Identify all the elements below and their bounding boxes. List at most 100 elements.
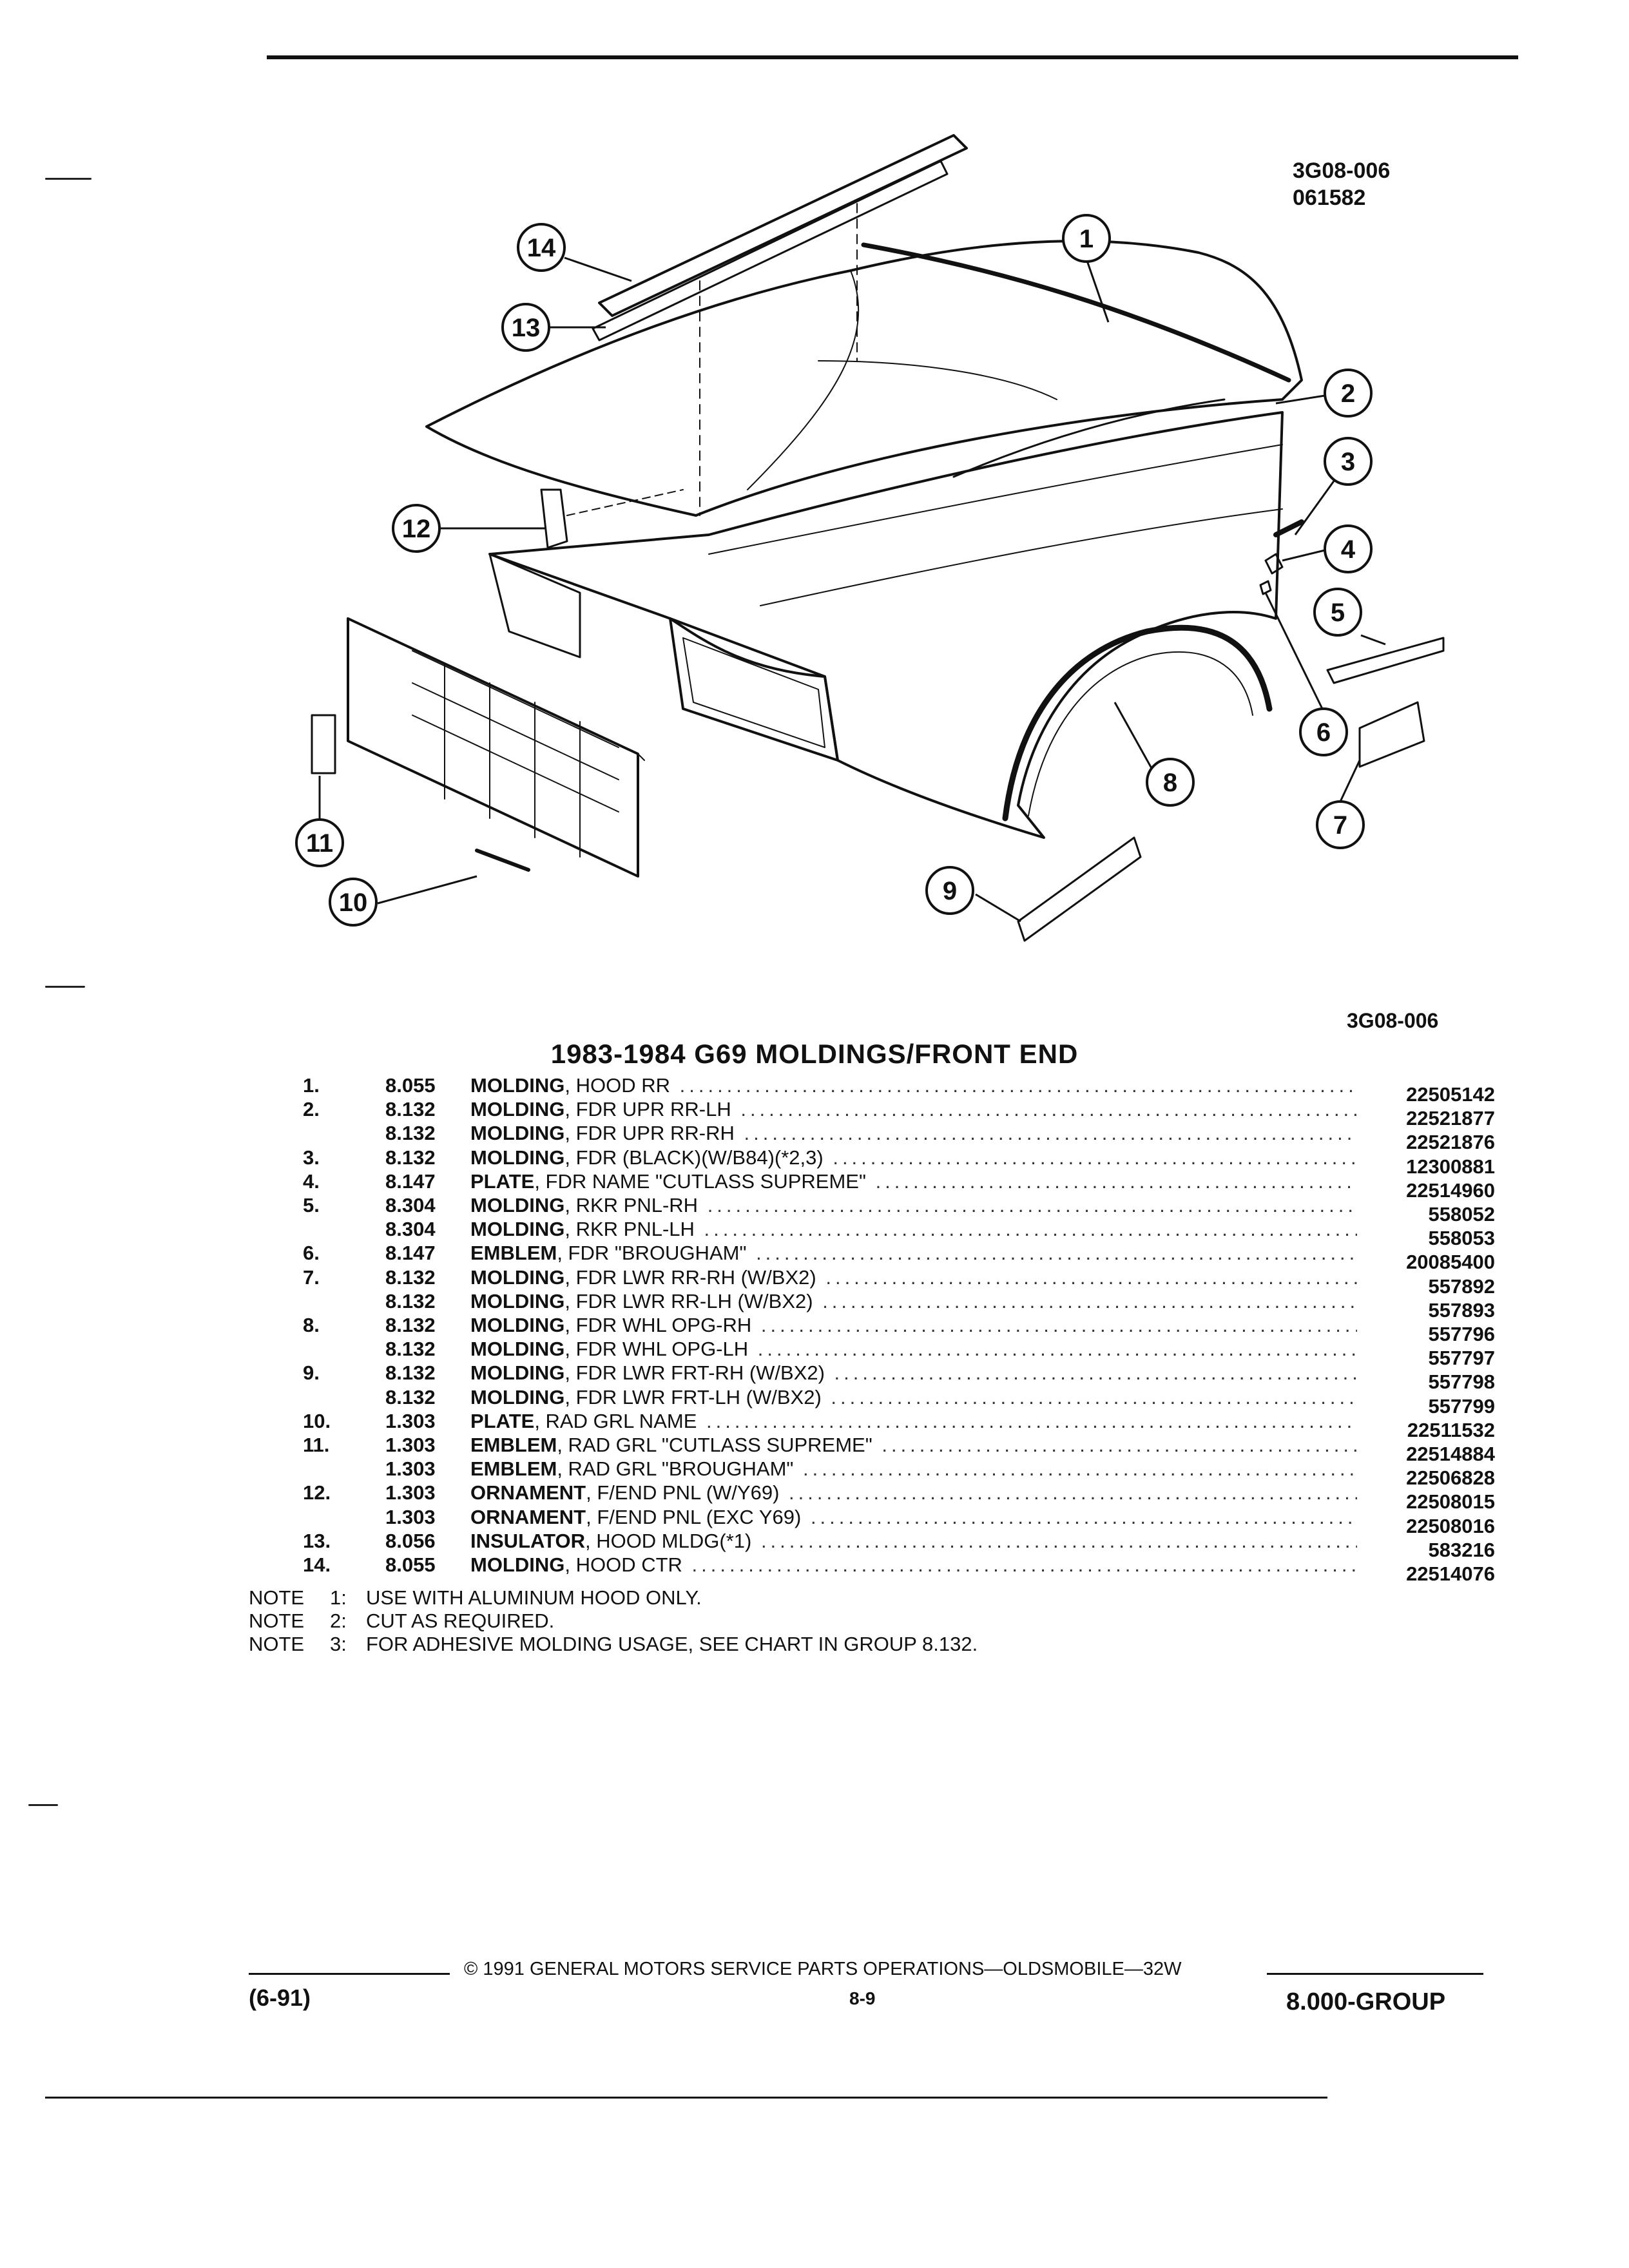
leader-dots: ........................................… [707, 1194, 1357, 1216]
item-name: MOLDING [470, 1553, 565, 1576]
item-detail: , FDR LWR FRT-LH (W/BX2) [564, 1385, 822, 1408]
item-detail: , RAD GRL "BROUGHAM" [557, 1457, 794, 1481]
leader-dots: ........................................… [831, 1385, 1357, 1408]
leader-dots: ........................................… [822, 1289, 1357, 1312]
group-number: 8.132 [385, 1122, 436, 1145]
item-number: 6. [303, 1242, 320, 1265]
item-name: MOLDING [470, 1265, 565, 1289]
callout-13-label: 13 [512, 314, 541, 342]
leader-dots: ........................................… [875, 1169, 1357, 1193]
callout-8 [1146, 758, 1195, 807]
group-number: 8.055 [385, 1553, 436, 1576]
callout-11 [295, 818, 344, 867]
item-name: MOLDING [470, 1122, 565, 1145]
group-number: 8.132 [385, 1385, 436, 1408]
item-description: EMBLEM, FDR "BROUGHAM" .................… [470, 1241, 1357, 1265]
grille-name-plate [475, 849, 530, 872]
callout-12 [392, 504, 441, 553]
part-number: 557796 [1428, 1323, 1495, 1345]
item-name: MOLDING [470, 1074, 565, 1097]
group-number: 1.303 [385, 1457, 436, 1481]
footer-revision: (6-91) [249, 1984, 311, 2011]
leader-dots: ........................................… [789, 1481, 1357, 1504]
part-number: 557893 [1428, 1298, 1495, 1321]
item-number: 1. [303, 1074, 320, 1097]
group-number: 1.303 [385, 1409, 436, 1432]
item-detail: , HOOD CTR [564, 1553, 682, 1576]
leader-dots: ........................................… [704, 1218, 1357, 1241]
item-number: 13. [303, 1529, 331, 1552]
part-number: 558053 [1428, 1227, 1495, 1250]
part-number: 22511532 [1407, 1418, 1495, 1441]
item-name: MOLDING [470, 1194, 565, 1216]
front-end-panel [488, 553, 581, 658]
part-number: 557798 [1428, 1370, 1495, 1394]
callout-8-label: 8 [1163, 769, 1177, 797]
item-detail: , FDR LWR RR-RH (W/BX2) [564, 1265, 816, 1289]
fender-molding-black [1273, 519, 1304, 537]
top-rule [267, 55, 1518, 59]
leader-dots: ........................................… [757, 1338, 1357, 1361]
item-detail: , FDR UPR RR-RH [564, 1122, 735, 1145]
callout-7-label: 7 [1333, 811, 1347, 840]
leader-dots: ........................................… [825, 1265, 1357, 1289]
hood-center-molding-insulator [592, 160, 949, 341]
leader-dots: ........................................… [882, 1434, 1357, 1456]
group-number: 8.056 [385, 1529, 436, 1552]
footer-copyright: © 1991 GENERAL MOTORS SERVICE PARTS OPER… [464, 1959, 1182, 1979]
item-detail: , FDR WHL OPG-LH [564, 1338, 749, 1361]
item-detail: , RKR PNL-RH [564, 1194, 699, 1216]
callout-14-label: 14 [527, 234, 556, 262]
item-number: 7. [303, 1265, 320, 1289]
item-name: MOLDING [470, 1289, 565, 1312]
item-number: 9. [303, 1361, 320, 1385]
callout-4-label: 4 [1341, 535, 1356, 564]
callout-13 [501, 303, 550, 352]
fender-line [760, 508, 1283, 606]
item-detail: , FDR NAME "CUTLASS SUPREME" [534, 1169, 866, 1193]
item-detail: , FDR "BROUGHAM" [557, 1242, 747, 1265]
item-number: 3. [303, 1146, 320, 1169]
item-detail: , FDR (BLACK)(W/B84)(*2,3) [564, 1146, 824, 1169]
figure-code: 3G08-006 [1293, 159, 1391, 183]
leader-dots: ........................................… [679, 1074, 1357, 1097]
hood-crease [952, 398, 1226, 478]
bottom-rule [45, 2097, 1327, 2099]
item-description: MOLDING, HOOD RR .......................… [470, 1073, 1357, 1098]
item-detail: , FDR WHL OPG-RH [564, 1314, 752, 1336]
fender-name-plate [1264, 553, 1284, 575]
fender-line [708, 444, 1283, 555]
leader-dots: ........................................… [760, 1529, 1357, 1552]
callout-9 [925, 866, 974, 915]
item-number: 10. [303, 1409, 331, 1432]
callout-6 [1299, 707, 1348, 756]
hood-centerline [747, 270, 860, 490]
callout-12-label: 12 [402, 515, 431, 543]
callout-7 [1316, 800, 1365, 849]
footer-rule-left [249, 1973, 450, 1975]
leader-dots: ........................................… [691, 1553, 1357, 1576]
item-number: 4. [303, 1169, 320, 1193]
callout-6-label: 6 [1316, 718, 1331, 747]
callout-2 [1324, 369, 1373, 418]
callout-5-label: 5 [1331, 599, 1345, 627]
callout-10-label: 10 [339, 889, 368, 917]
group-number: 8.132 [385, 1265, 436, 1289]
fender-emblem [1259, 580, 1272, 595]
part-number: 22508015 [1406, 1490, 1495, 1514]
leader-dots: ........................................… [834, 1361, 1357, 1385]
item-name: MOLDING [470, 1146, 565, 1169]
wheel-opening-molding [1002, 624, 1273, 822]
callout-4 [1324, 524, 1373, 573]
item-number: 2. [303, 1098, 320, 1121]
item-number: 12. [303, 1481, 331, 1504]
